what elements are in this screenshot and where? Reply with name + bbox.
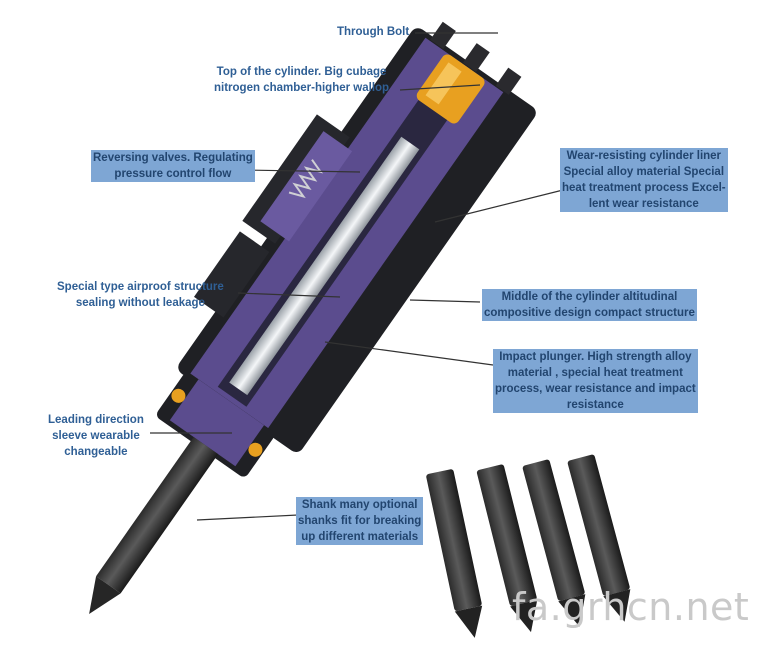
label-impact-plunger: Impact plunger. High strength alloy mate…	[493, 349, 698, 413]
label-airproof: Special type airproof structure sealing …	[57, 281, 224, 309]
spare-shanks	[426, 454, 631, 638]
label-through-bolt: Through Bolt	[337, 26, 410, 38]
leader-lines	[150, 32, 564, 521]
label-reversing-valves: Reversing valves. Regulating pressure co…	[91, 150, 255, 182]
label-middle-cylinder: Middle of the cylinder altitudinal compo…	[482, 289, 697, 321]
label-leading-sleeve: Leading direction sleeve wearable change…	[48, 414, 144, 458]
label-shank: Shank many optional shanks fit for break…	[296, 497, 424, 545]
label-wear-liner: Wear-resisting cylinder liner Special al…	[560, 148, 728, 212]
label-top-cylinder: Top of the cylinder. Big cubage nitrogen…	[214, 66, 390, 94]
watermark: fa.grhcn.net	[512, 585, 750, 629]
breaker-body	[89, 21, 536, 615]
